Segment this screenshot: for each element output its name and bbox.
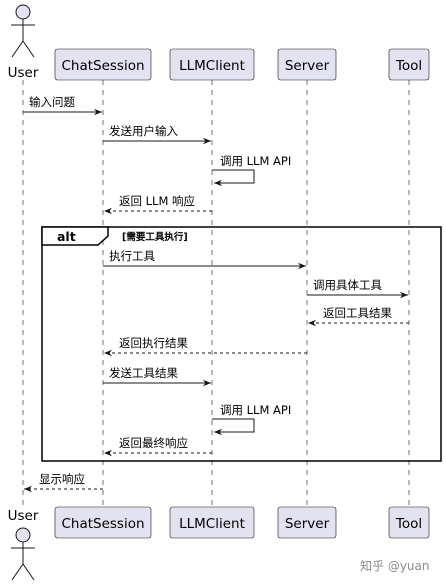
actor-label: User <box>8 65 39 81</box>
message-2: 发送用户输入 <box>103 124 211 145</box>
message-label: 执行工具 <box>109 249 155 263</box>
message-6: 调用具体工具 <box>307 278 408 299</box>
participant-tool-top: Tool <box>388 48 430 81</box>
message-arrow <box>212 418 255 436</box>
participant-tool-bottom: Tool <box>388 506 430 539</box>
message-12: 显示响应 <box>24 472 103 493</box>
watermark: 知乎 @yuan <box>360 559 429 573</box>
participant-label: LLMClient <box>179 516 245 532</box>
participant-label: LLMClient <box>179 58 245 74</box>
message-5: 执行工具 <box>103 249 306 270</box>
message-label: 输入问题 <box>29 95 75 109</box>
actor-label: User <box>8 508 39 524</box>
message-label: 发送工具结果 <box>109 366 178 380</box>
message-label: 发送用户输入 <box>109 124 178 138</box>
actor-user-bottom: User <box>8 508 39 581</box>
alt-fragment: alt [需要工具执行] <box>41 226 442 462</box>
message-7: 返回工具结果 <box>308 306 409 327</box>
participant-label: Server <box>285 58 330 74</box>
message-label: 调用 LLM API <box>220 154 291 168</box>
participant-chat-top: ChatSession <box>54 48 152 81</box>
message-9: 发送工具结果 <box>103 366 211 387</box>
participant-server-top: Server <box>277 48 337 81</box>
message-label: 返回执行结果 <box>119 336 188 350</box>
participant-label: ChatSession <box>61 58 144 74</box>
message-label: 调用具体工具 <box>313 278 382 292</box>
message-arrow <box>212 169 255 187</box>
participant-label: Tool <box>395 58 422 74</box>
message-4: 返回 LLM 响应 <box>104 194 212 215</box>
message-10: 调用 LLM API <box>212 403 291 436</box>
actor-user-top: User <box>8 4 39 81</box>
participant-chat-bottom: ChatSession <box>54 506 152 539</box>
message-label: 显示响应 <box>39 472 85 486</box>
message-label: 返回工具结果 <box>323 306 392 320</box>
participant-llm-top: LLMClient <box>169 48 255 81</box>
participant-label: Server <box>285 516 330 532</box>
message-label: 返回 LLM 响应 <box>119 194 195 208</box>
participant-server-bottom: Server <box>277 506 337 539</box>
message-1: 输入问题 <box>23 95 102 116</box>
message-11: 返回最终响应 <box>104 436 212 457</box>
message-label: 返回最终响应 <box>119 436 188 450</box>
alt-keyword: alt <box>57 229 76 244</box>
alt-guard: [需要工具执行] <box>122 231 188 243</box>
message-3: 调用 LLM API <box>212 154 291 187</box>
message-label: 调用 LLM API <box>220 403 291 417</box>
participant-label: Tool <box>395 516 422 532</box>
message-8: 返回执行结果 <box>104 336 307 357</box>
participant-label: ChatSession <box>61 516 144 532</box>
participant-llm-bottom: LLMClient <box>169 506 255 539</box>
